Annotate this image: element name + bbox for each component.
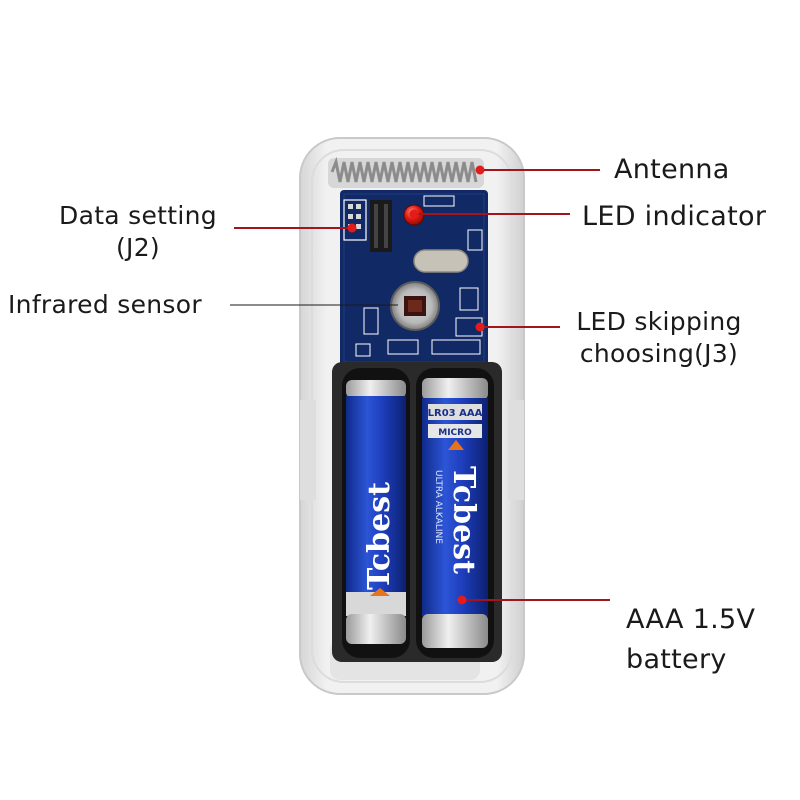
callout-dot-antenna <box>475 165 485 175</box>
battery-type-code: LR03 AAA <box>428 408 483 419</box>
data-setting-label-line1: Data setting <box>59 201 217 230</box>
infrared-sensor <box>390 281 440 331</box>
data-setting-label-line2: (J2) <box>116 233 160 262</box>
led-skipping-label-line1: LED skipping <box>576 307 742 336</box>
battery-subtitle: ULTRA ALKALINE <box>433 470 443 544</box>
battery-right: LR03 AAA MICRO Tcbest ULTRA ALKALINE <box>416 368 494 658</box>
battery-brand-left: Tcbest <box>362 482 397 590</box>
battery-brand-right: Tcbest <box>446 466 481 574</box>
battery-size-word: MICRO <box>438 428 472 438</box>
callout-lines <box>230 165 610 605</box>
callout-dot-led <box>409 209 419 219</box>
j2-jumper-header <box>343 199 392 252</box>
battery-label-line2: battery <box>626 644 727 675</box>
antenna-spring <box>328 156 484 188</box>
led-skipping-label: LED skipping choosing(J3) <box>570 306 748 370</box>
callout-dot-skip <box>475 322 485 332</box>
infrared-sensor-label: Infrared sensor <box>8 290 202 319</box>
battery-label-line1: AAA 1.5V <box>626 604 756 635</box>
callout-dot-battery <box>457 595 467 605</box>
led-skipping-label-line2: choosing(J3) <box>579 339 739 368</box>
callout-dot-data <box>347 223 357 233</box>
battery-left: Tcbest <box>342 368 410 658</box>
led-indicator-label: LED indicator <box>582 201 767 232</box>
crystal-oscillator <box>413 249 469 273</box>
battery-label: AAA 1.5V battery <box>626 600 755 680</box>
data-setting-label: Data setting (J2) <box>57 200 219 264</box>
antenna-label: Antenna <box>614 154 730 185</box>
